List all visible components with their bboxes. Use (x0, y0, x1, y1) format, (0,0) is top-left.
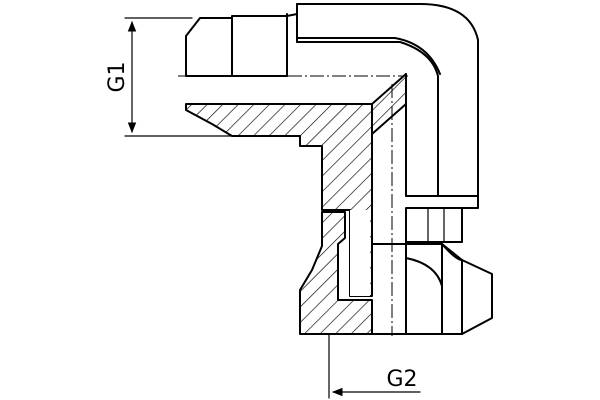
section-corner (371, 73, 407, 135)
g2-label: G2 (386, 367, 417, 392)
cone-tip (185, 17, 233, 77)
male-thread-end (185, 13, 298, 77)
elbow-inner-curve (296, 37, 441, 75)
section-nut (299, 211, 373, 335)
g1-label: G1 (105, 61, 130, 92)
retaining-ring (405, 207, 463, 243)
nut-internal-curve (405, 257, 443, 287)
hex-nut-outline (371, 243, 493, 335)
hatched-section (185, 73, 407, 335)
center-lines (178, 75, 408, 336)
g1-dimension: G1 (105, 17, 233, 137)
thread-shoulder-top (286, 13, 298, 17)
bore-gap (350, 210, 370, 296)
section-wall-main (185, 103, 373, 297)
thread-body (231, 15, 288, 77)
swivel-nut (371, 195, 493, 335)
hex-chamfer-top (441, 243, 463, 261)
